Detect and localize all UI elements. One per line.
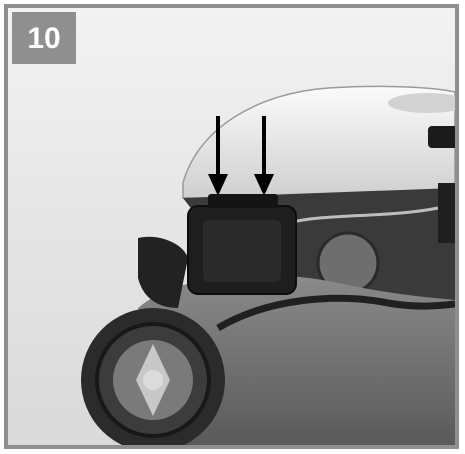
- figure-frame: 10: [4, 4, 459, 449]
- engine-knob: [428, 126, 455, 148]
- air-filter-panel: [203, 220, 281, 282]
- fuel-tank-edge: [438, 183, 455, 243]
- figure-number: 10: [27, 22, 61, 55]
- drive-belt: [216, 294, 455, 332]
- engine-cover: [182, 85, 455, 199]
- figure-number-badge: 10: [12, 12, 76, 64]
- engine-cover-detail: [388, 93, 455, 113]
- rear-wheel: [138, 236, 188, 308]
- down-arrow-icon: [208, 116, 228, 196]
- down-arrow-icon: [254, 116, 274, 196]
- air-filter-top: [208, 194, 278, 208]
- front-wheel-axle: [143, 370, 163, 390]
- lawnmower-photo: [8, 8, 455, 445]
- throttle-cable: [287, 206, 439, 225]
